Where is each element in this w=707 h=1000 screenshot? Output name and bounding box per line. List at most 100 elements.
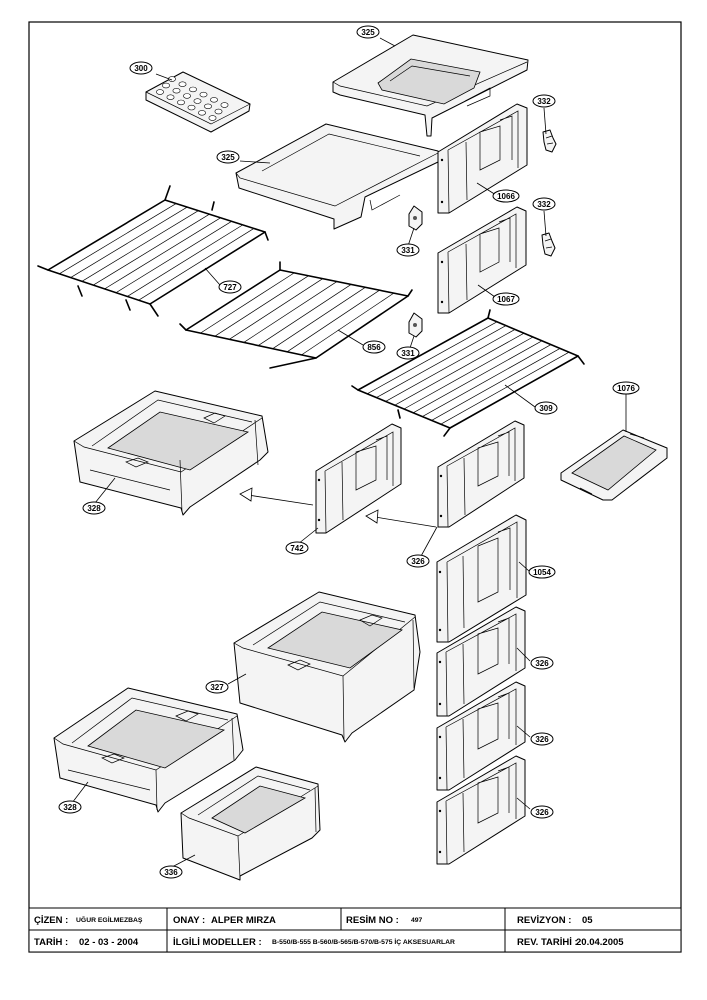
assembly-arrow-742 — [239, 487, 314, 506]
rev-date-value: 20.04.2005 — [576, 937, 624, 948]
callout-number: 331 — [401, 349, 415, 358]
approved-label: ONAY : — [173, 915, 205, 926]
callout-bubble — [396, 243, 420, 257]
part-1067-door-bin — [437, 206, 527, 314]
callout-number: 856 — [367, 343, 381, 352]
part-1076-egg-tray — [560, 429, 668, 501]
callout-331-6: 331 — [396, 243, 420, 257]
models-label: İLGİLİ MODELLER : — [173, 937, 262, 948]
callout-number: 326 — [535, 735, 549, 744]
callout-bubble — [396, 346, 420, 360]
callout-331-10: 331 — [396, 346, 420, 360]
callout-727-7: 727 — [218, 280, 242, 294]
callout-number: 1066 — [497, 192, 515, 201]
part-331-clip-upper — [408, 205, 423, 231]
revision-value: 05 — [582, 915, 593, 926]
callout-number: 331 — [401, 246, 415, 255]
callout-bubble — [356, 25, 380, 39]
part-326-door-bin-a — [437, 420, 525, 528]
callout-bubble — [530, 732, 554, 746]
title-block: ÇİZEN : UĞUR EGİLMEZBAŞ ONAY : ALPER MIR… — [28, 907, 682, 953]
callout-number: 1054 — [533, 568, 551, 577]
callout-325-0: 325 — [356, 25, 380, 39]
callout-300-1: 300 — [129, 61, 153, 75]
approved-value: ALPER MIRZA — [211, 915, 276, 926]
callout-bubble — [528, 565, 556, 579]
drawing-no-label: RESİM NO : — [346, 915, 399, 926]
callout-bubble — [530, 805, 554, 819]
callout-number: 326 — [535, 808, 549, 817]
part-331-clip-lower — [408, 312, 423, 338]
assembly-arrow-326 — [365, 509, 437, 528]
callout-bubble — [285, 541, 309, 555]
callout-328-13: 328 — [82, 501, 106, 515]
part-336-crisper-small — [180, 766, 321, 881]
callout-number: 328 — [63, 803, 77, 812]
rev-date-label: REV. TARİHİ : — [517, 937, 578, 948]
callout-bubble — [612, 381, 640, 395]
part-328-crisper-upper — [73, 390, 269, 516]
callout-856-9: 856 — [362, 340, 386, 354]
callout-number: 326 — [411, 557, 425, 566]
callout-327-18: 327 — [205, 680, 229, 694]
drawing-no-value: 497 — [411, 917, 423, 924]
callout-326-17: 326 — [530, 656, 554, 670]
callout-bubble — [532, 94, 556, 108]
callout-326-19: 326 — [530, 732, 554, 746]
callout-1054-16: 1054 — [528, 565, 556, 579]
callout-number: 328 — [87, 504, 101, 513]
callout-bubble — [205, 680, 229, 694]
callout-number: 332 — [537, 97, 551, 106]
callout-309-11: 309 — [534, 401, 558, 415]
callout-bubble — [58, 800, 82, 814]
revision-label: REVİZYON : — [517, 915, 571, 926]
part-326-door-bin-b — [436, 606, 526, 717]
callout-1066-4: 1066 — [492, 189, 520, 203]
callout-number: 325 — [221, 153, 235, 162]
callout-number: 727 — [223, 283, 237, 292]
callout-326-15: 326 — [406, 554, 430, 568]
drawn-by-label: ÇİZEN : — [34, 915, 68, 926]
date-label: TARİH : — [34, 937, 68, 948]
callout-bubble — [159, 865, 183, 879]
part-1066-door-bin — [437, 103, 528, 214]
part-325-lower-shelf — [235, 123, 439, 230]
callout-number: 326 — [535, 659, 549, 668]
leader-lines — [71, 37, 627, 868]
callout-bubble — [362, 340, 386, 354]
callout-layer: 325 300 332 325 1066 332 331 727 1067 856 331 309 10… — [58, 25, 640, 879]
callout-number: 1067 — [497, 295, 515, 304]
callout-742-14: 742 — [285, 541, 309, 555]
callout-number: 309 — [539, 404, 553, 413]
part-727-wire-shelf — [37, 185, 269, 317]
callout-1067-8: 1067 — [492, 292, 520, 306]
callout-1076-12: 1076 — [612, 381, 640, 395]
part-309-wire-shelf — [351, 309, 585, 437]
part-856-wire-shelf — [179, 261, 413, 369]
date-value: 02 - 03 - 2004 — [79, 937, 139, 948]
callout-bubble — [492, 292, 520, 306]
part-742-door-bin — [315, 423, 402, 534]
part-328-crisper-lower — [53, 687, 244, 813]
part-326-door-bin-d — [436, 755, 526, 865]
part-327-crisper — [233, 591, 421, 743]
part-300-ice-tray — [145, 71, 251, 133]
part-326-door-bin-c — [436, 681, 526, 791]
callout-332-5: 332 — [532, 197, 556, 211]
callout-number: 332 — [537, 200, 551, 209]
drawn-by-value: UĞUR EGİLMEZBAŞ — [76, 915, 143, 924]
callout-bubble — [82, 501, 106, 515]
callout-number: 742 — [290, 544, 304, 553]
callout-number: 300 — [134, 64, 148, 73]
callout-bubble — [530, 656, 554, 670]
callout-number: 336 — [164, 868, 178, 877]
callout-bubble — [534, 401, 558, 415]
callout-bubble — [216, 150, 240, 164]
callout-bubble — [492, 189, 520, 203]
callout-325-3: 325 — [216, 150, 240, 164]
models-value: B-550/B-555 B-560/B-565/B-570/B-575 İÇ A… — [272, 938, 455, 946]
callout-326-21: 326 — [530, 805, 554, 819]
part-1054-door-bin — [436, 514, 527, 643]
part-332-clip-upper — [542, 129, 557, 153]
callout-number: 327 — [210, 683, 224, 692]
